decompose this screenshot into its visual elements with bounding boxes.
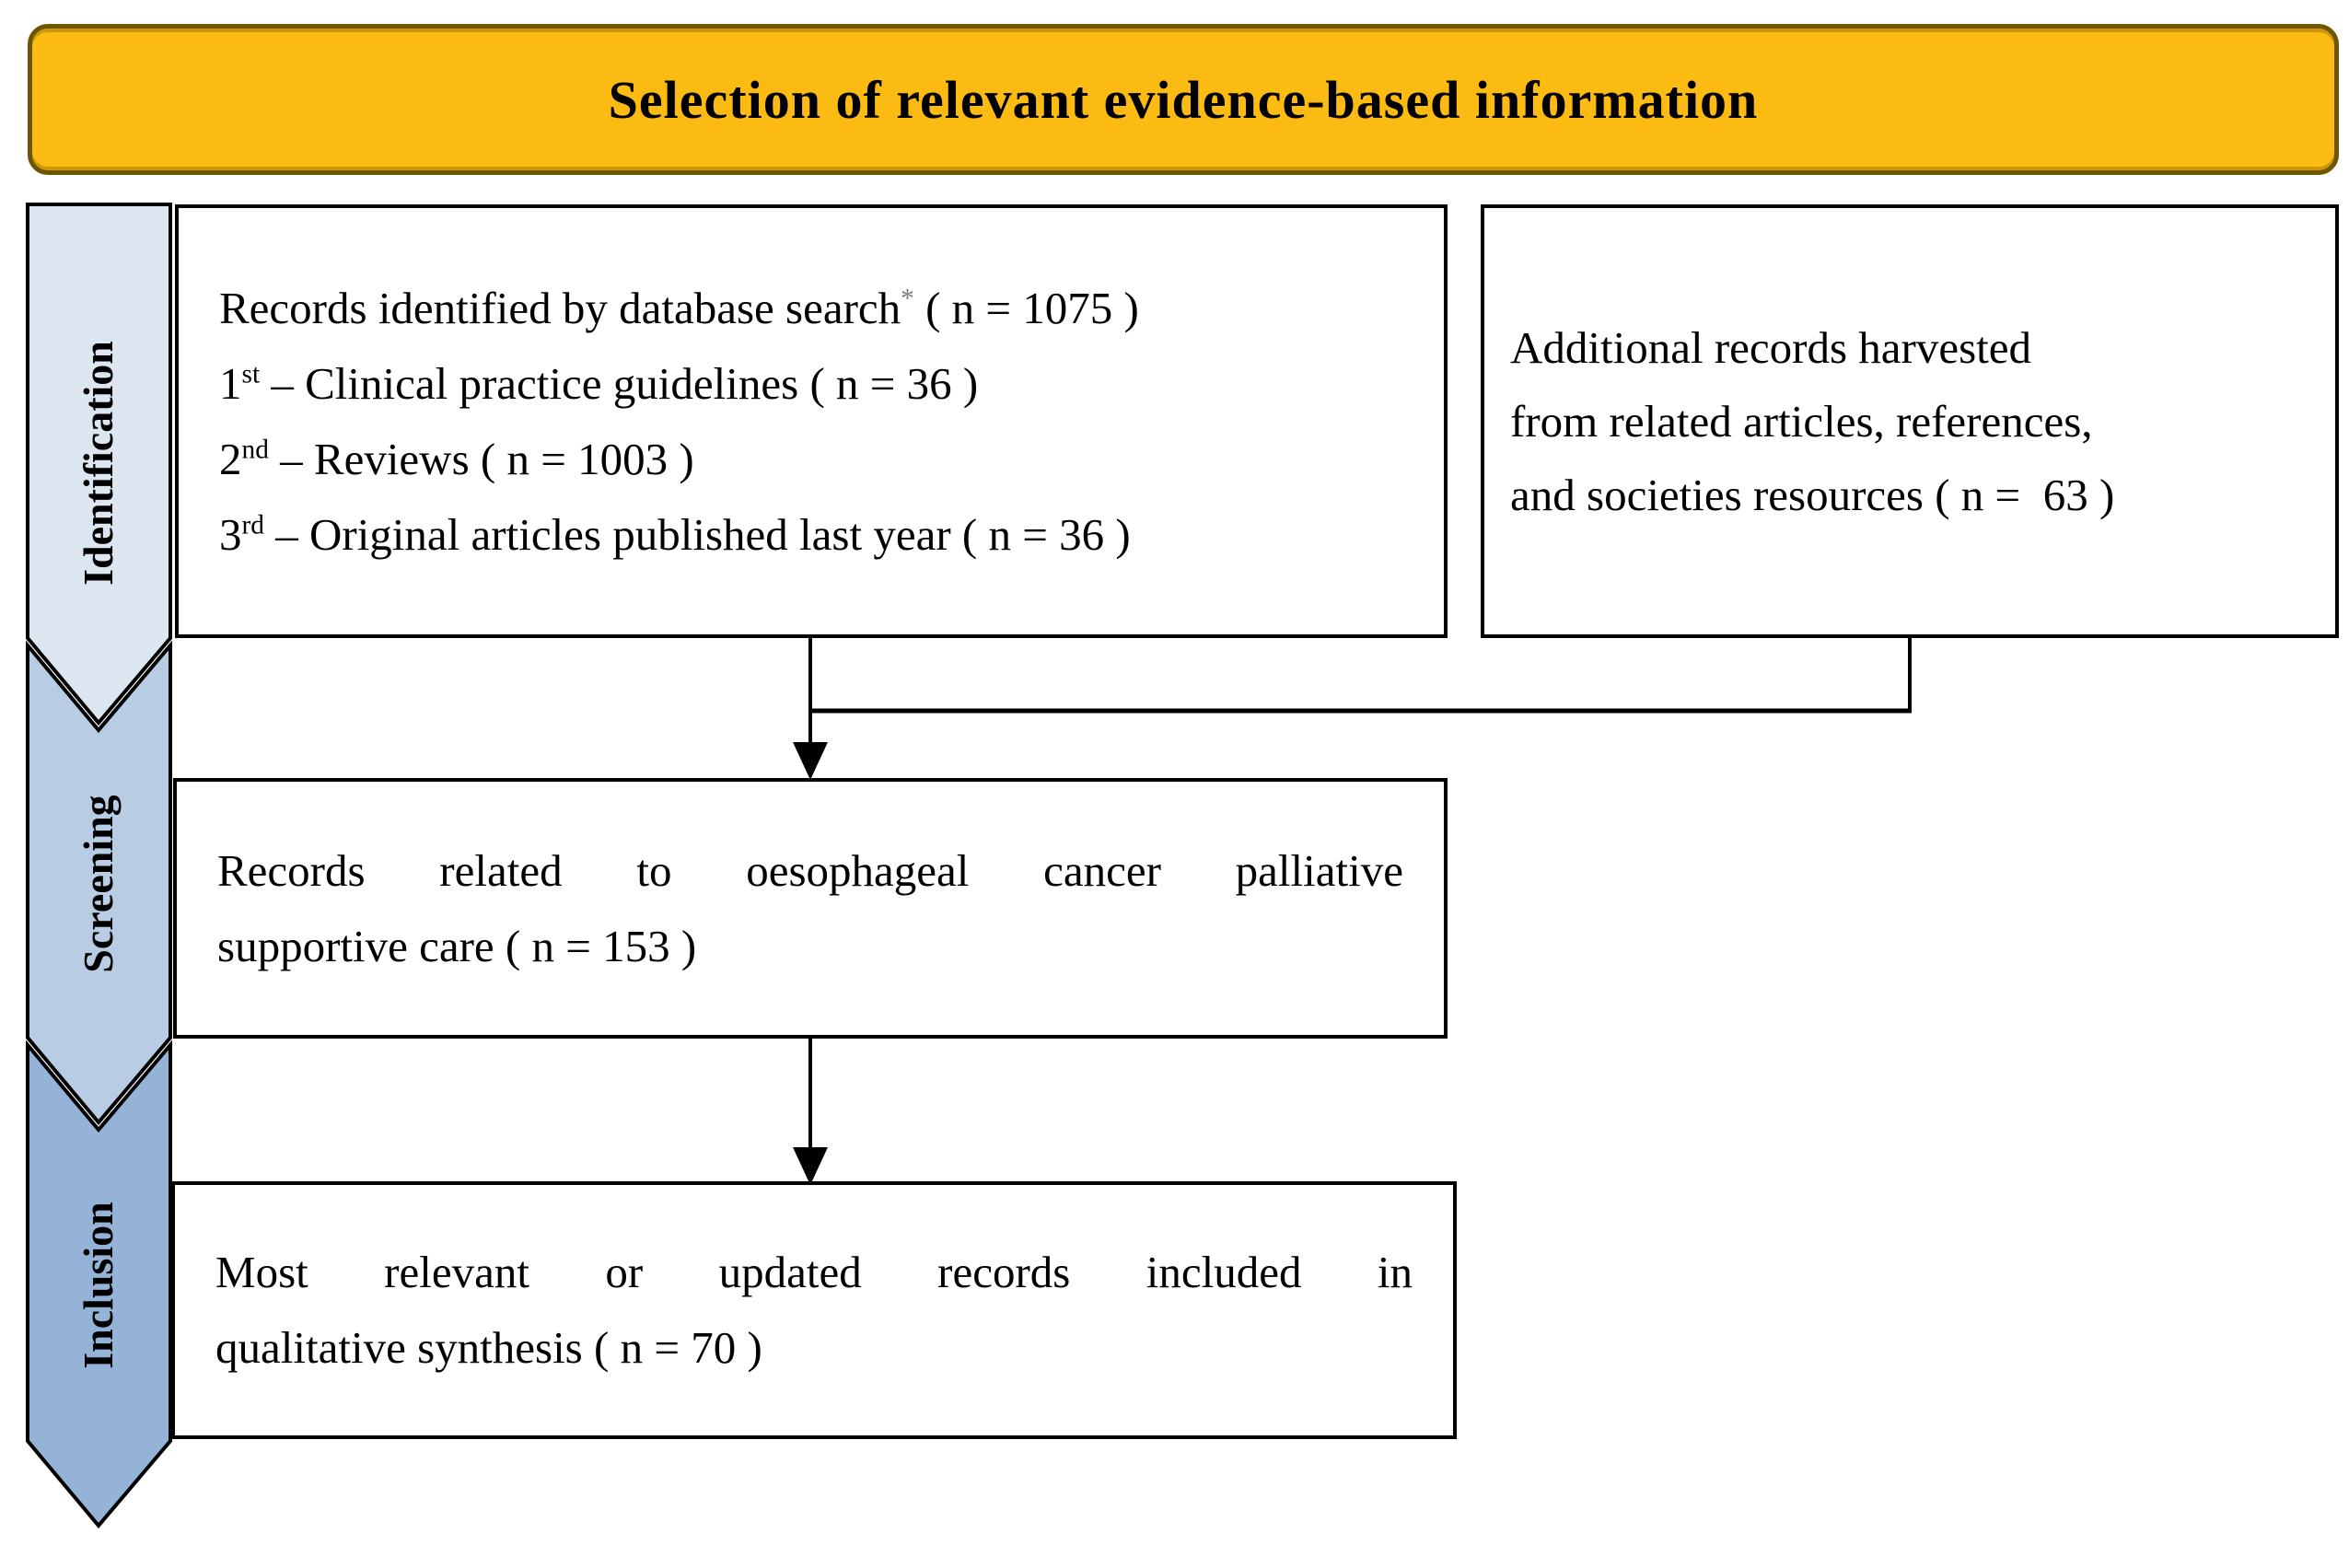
title-text: Selection of relevant evidence-based inf… bbox=[608, 69, 1759, 130]
additional-line: Additional records harvested bbox=[1510, 321, 2032, 373]
additional-records-box: Additional records harvested from relate… bbox=[1481, 204, 2339, 638]
screening-chevron bbox=[26, 640, 172, 1126]
inclusion-chevron bbox=[26, 1040, 172, 1529]
title-banner: Selection of relevant evidence-based inf… bbox=[28, 24, 2339, 175]
record-line: 1st – Clinical practice guidelines ( n =… bbox=[219, 357, 979, 409]
inclusion-line: qualitative synthesis ( n = 70 ) bbox=[215, 1322, 762, 1373]
record-line: 3rd – Original articles published last y… bbox=[219, 508, 1131, 560]
inclusion-records-box: Most relevant or updated records include… bbox=[171, 1181, 1457, 1439]
identification-records-box: Records identified by database search* (… bbox=[175, 204, 1448, 638]
additional-line: from related articles, references, bbox=[1510, 395, 2093, 447]
record-line: 2nd – Reviews ( n = 1003 ) bbox=[219, 433, 694, 484]
screening-line: supportive care ( n = 153 ) bbox=[217, 920, 697, 971]
additional-line: and societies resources ( n = 63 ) bbox=[1510, 469, 2115, 520]
record-line: Records identified by database search* (… bbox=[219, 282, 1139, 333]
phase-label-identification: Identification bbox=[75, 341, 122, 586]
phase-label-inclusion: Inclusion bbox=[75, 1202, 122, 1369]
inclusion-line: Most relevant or updated records include… bbox=[215, 1247, 1413, 1297]
identification-chevron bbox=[26, 203, 172, 726]
arrowhead-into-screening bbox=[793, 742, 828, 780]
screening-line: Records related to oesophageal cancer pa… bbox=[217, 844, 1403, 896]
screening-records-box: Records related to oesophageal cancer pa… bbox=[173, 778, 1448, 1039]
arrowhead-into-inclusion bbox=[793, 1147, 828, 1185]
